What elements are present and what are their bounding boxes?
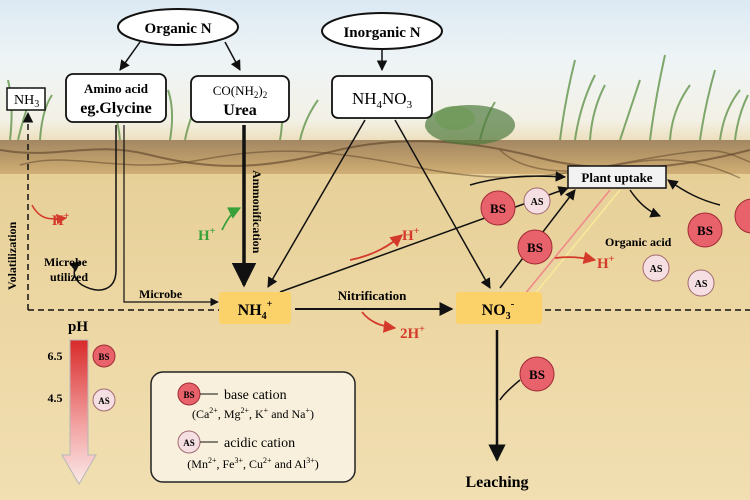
svg-text:BS: BS <box>98 352 109 362</box>
volatilization-path: Volatilization <box>5 111 230 311</box>
microbe-utilized-path <box>69 125 117 291</box>
svg-text:BS: BS <box>529 367 545 382</box>
ph-as-badge: AS <box>92 388 116 412</box>
arrow-uptake-to-organic-acid <box>629 189 661 218</box>
arrow-organic-to-amino <box>119 41 141 71</box>
bs-badge-leaching: BS <box>519 356 555 392</box>
plant-uptake-box: Plant uptake <box>567 165 667 189</box>
svg-text:NH3: NH3 <box>14 93 39 110</box>
svg-text:Organic N: Organic N <box>144 21 211 37</box>
microbe-path <box>123 125 219 307</box>
svg-text:Inorganic N: Inorganic N <box>343 25 420 41</box>
amino-acid-box: Amino acid eg.Glycine <box>65 73 167 123</box>
ammonification-label: Ammonification <box>250 170 264 254</box>
hplus-green: H+ <box>198 226 216 244</box>
microbe-utilized-label: Microbe <box>44 255 88 269</box>
svg-text:BS: BS <box>527 240 543 255</box>
uptake-line-red <box>519 189 611 301</box>
hplus-arrow-left <box>31 204 68 225</box>
legend-box: BS base cation (Ca2+, Mg2+, K+ and Na+) … <box>150 371 356 483</box>
ph-scale: pH 6.5 4.5 BS AS <box>48 319 116 485</box>
arrow-nh4-to-uptake <box>279 186 569 293</box>
legend-bs: BS base cation (Ca2+, Mg2+, K+ and Na+) <box>177 382 314 421</box>
two-hplus-arrow <box>361 311 397 333</box>
bs-to-leaching <box>499 379 521 401</box>
svg-text:Plant uptake: Plant uptake <box>581 170 652 185</box>
legend-as: AS acidic cation (Mn2+, Fe3+, Cu2+ and A… <box>177 430 319 471</box>
svg-text:NO3-: NO3- <box>482 298 515 322</box>
nitrification-label: Nitrification <box>338 288 407 303</box>
no3-node: NO3- <box>456 292 542 324</box>
arrow-bs-to-uptake-right <box>667 179 721 206</box>
svg-text:Urea: Urea <box>223 102 256 119</box>
svg-text:AS: AS <box>531 197 544 208</box>
bs-badge-edge <box>734 198 750 234</box>
bs-badge-3: BS <box>687 212 723 248</box>
bs-badge-1: BS <box>480 190 516 226</box>
svg-text:AS: AS <box>98 396 110 406</box>
as-badge-2: AS <box>642 254 670 282</box>
soil-root-layer <box>0 140 750 179</box>
svg-text:base cation: base cation <box>224 388 287 403</box>
svg-text:4.5: 4.5 <box>48 391 63 405</box>
arrow-nh4no3-to-no3 <box>394 119 491 289</box>
arrow-nh4no3-to-nh4 <box>267 119 366 288</box>
leaching-label: Leaching <box>465 474 528 491</box>
svg-text:Amino acid: Amino acid <box>84 81 149 96</box>
nh4-node: NH4+ <box>219 292 291 324</box>
svg-text:NH4NO3: NH4NO3 <box>352 89 413 111</box>
svg-text:AS: AS <box>183 438 195 448</box>
svg-text:(Ca2+, Mg2+, K+ and Na+): (Ca2+, Mg2+, K+ and Na+) <box>192 406 314 421</box>
svg-text:(Mn2+, Fe3+, Cu2+ and Al3+): (Mn2+, Fe3+, Cu2+ and Al3+) <box>187 456 318 471</box>
microbe-label: Microbe <box>139 287 183 301</box>
arrow-bs-to-uptake <box>469 171 567 186</box>
svg-text:utilized: utilized <box>50 270 88 284</box>
svg-text:AS: AS <box>695 279 708 290</box>
as-badge-1: AS <box>523 187 551 215</box>
uptake-line-yellow <box>529 189 621 301</box>
two-hplus: 2H+ <box>400 324 425 342</box>
svg-text:CO(NH2)2: CO(NH2)2 <box>213 83 268 100</box>
svg-text:acidic cation: acidic cation <box>224 436 295 451</box>
svg-text:AS: AS <box>650 264 663 275</box>
inorganic-n-title: Inorganic N <box>321 12 443 50</box>
svg-text:BS: BS <box>490 201 506 216</box>
hplus-red-mid: H+ <box>402 226 420 244</box>
svg-text:pH: pH <box>68 319 88 335</box>
nh3-box: NH3 <box>6 87 46 111</box>
ph-bs-badge: BS <box>92 344 116 368</box>
svg-text:NH4+: NH4+ <box>238 299 273 322</box>
svg-text:BS: BS <box>183 390 194 400</box>
organic-n-title: Organic N <box>117 8 239 46</box>
urea-box: CO(NH2)2 Urea <box>190 75 290 123</box>
arrow-organic-to-urea <box>224 41 241 71</box>
hplus-green-arrow <box>221 207 242 231</box>
nh4no3-box: NH4NO3 <box>331 75 433 119</box>
hplus-left: H+ <box>52 211 70 229</box>
svg-text:6.5: 6.5 <box>48 349 63 363</box>
svg-text:eg.Glycine: eg.Glycine <box>80 100 152 117</box>
svg-text:BS: BS <box>697 223 713 238</box>
svg-text:Volatilization: Volatilization <box>5 221 19 290</box>
hplus-right-arrow <box>554 251 597 264</box>
as-badge-3: AS <box>687 269 715 297</box>
hplus-red-arrow <box>349 234 403 261</box>
organic-acid-label: Organic acid <box>605 235 672 249</box>
bs-badge-2: BS <box>517 229 553 265</box>
hplus-right: H+ <box>597 254 615 272</box>
